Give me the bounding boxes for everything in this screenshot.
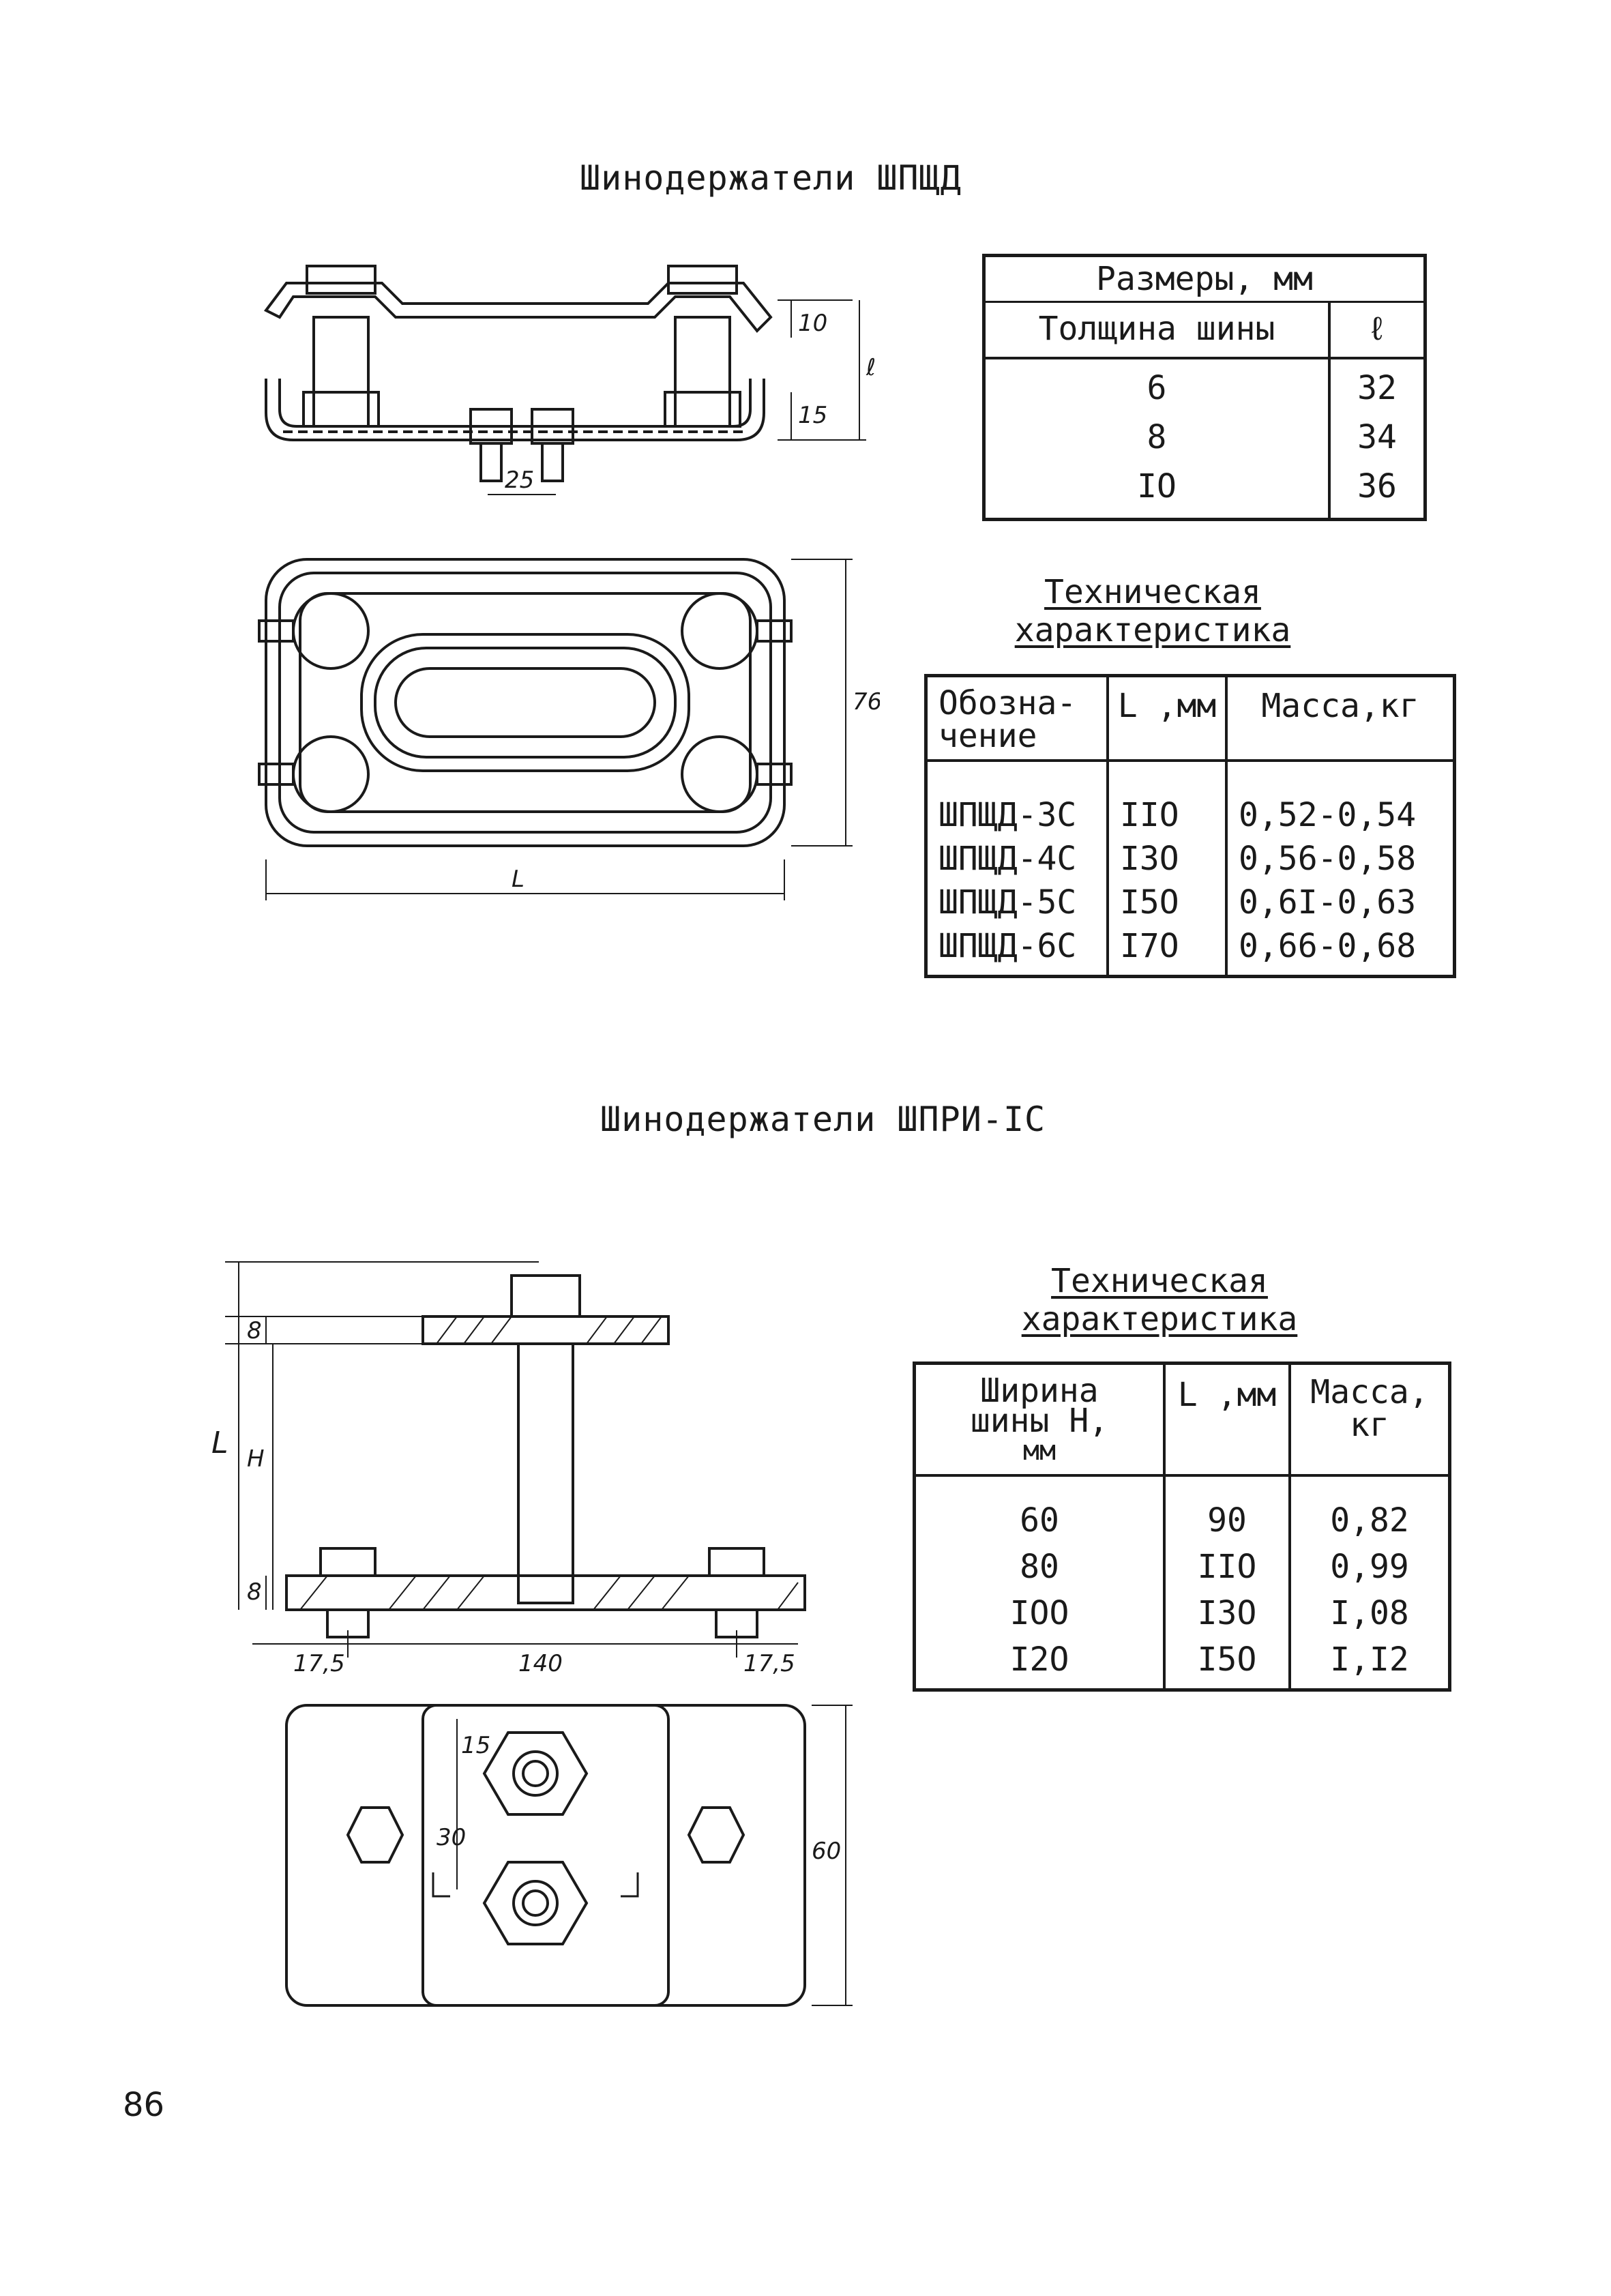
dim-76: 76 bbox=[853, 688, 880, 716]
dim-15-top: 15 bbox=[461, 1732, 490, 1759]
dim-25: 25 bbox=[505, 467, 534, 494]
section2-title: Шинодержатели ШПРИ-IС bbox=[600, 1100, 1046, 1139]
drawing-shpshd-side-view: 10 15 ℓ 25 bbox=[252, 242, 876, 515]
drawing-shpshd-top-view: 76 L bbox=[252, 546, 880, 914]
dim-L-top: L bbox=[512, 866, 524, 893]
table-row: IO 36 bbox=[982, 456, 1427, 520]
tech-heading-1: Техническая характеристика bbox=[1014, 573, 1291, 649]
table-row: I2O I5O I,I2 bbox=[913, 1632, 1451, 1690]
table-row: ШПЩД-6С I7O 0,66-0,68 bbox=[924, 922, 1456, 977]
dim-10: 10 bbox=[798, 310, 827, 337]
page-number: 86 bbox=[123, 2086, 165, 2124]
dim-15: 15 bbox=[798, 402, 827, 429]
dims-col-thickness: Толщина шины bbox=[982, 301, 1331, 359]
drawing-shpri-side-view: 8 L H 8 17,5 140 17,5 bbox=[211, 1248, 825, 1677]
tech-table-shpri: Ширина шины Н, мм L ,мм Масса, кг 60 90 … bbox=[913, 1362, 1451, 1692]
dim-17-5-left: 17,5 bbox=[293, 1650, 345, 1677]
table-row: 80 IIO 0,99 bbox=[913, 1540, 1451, 1586]
drawing-shpri-top-view: 15 30 60 bbox=[273, 1692, 873, 2046]
dim-140: 140 bbox=[518, 1650, 563, 1677]
col-L: L ,мм bbox=[1106, 675, 1228, 762]
table-row: ШПЩД-5С I5O 0,6I-0,63 bbox=[924, 878, 1456, 922]
dim-8-top: 8 bbox=[247, 1317, 262, 1344]
table-row: ШПЩД-4С I3O 0,56-0,58 bbox=[924, 834, 1456, 878]
table-row: ШПЩД-3С IIO 0,52-0,54 bbox=[924, 761, 1456, 834]
dim-17-5-right: 17,5 bbox=[743, 1650, 795, 1677]
tech-heading-2: Техническая характеристика bbox=[1021, 1262, 1298, 1338]
col-L: L ,мм bbox=[1163, 1363, 1291, 1477]
dim-60: 60 bbox=[812, 1838, 841, 1865]
table-row: 6 32 bbox=[982, 358, 1427, 407]
col-designation: Обозна- чение bbox=[924, 675, 1109, 762]
dim-30: 30 bbox=[437, 1824, 466, 1851]
dim-8-bottom: 8 bbox=[247, 1578, 262, 1606]
col-mass: Масса, кг bbox=[1288, 1363, 1451, 1477]
col-width: Ширина шины Н, мм bbox=[913, 1363, 1166, 1477]
dimensions-table: Размеры, мм Толщина шины ℓ 6 32 8 34 IO … bbox=[982, 254, 1427, 521]
tech-table-shpshd: Обозна- чение L ,мм Масса,кг ШПЩД-3С IIO… bbox=[924, 674, 1456, 978]
dim-l: ℓ bbox=[866, 354, 876, 381]
dim-H: H bbox=[247, 1445, 265, 1473]
dims-col-l: ℓ bbox=[1328, 301, 1427, 359]
table-row: IOO I3O I,08 bbox=[913, 1586, 1451, 1632]
dim-L-side: L bbox=[211, 1426, 228, 1460]
dims-header-main: Размеры, мм bbox=[982, 255, 1427, 303]
table-row: 60 90 0,82 bbox=[913, 1475, 1451, 1540]
section1-title: Шинодержатели ШПЩД bbox=[580, 158, 962, 198]
col-mass: Масса,кг bbox=[1225, 675, 1456, 762]
table-row: 8 34 bbox=[982, 407, 1427, 456]
